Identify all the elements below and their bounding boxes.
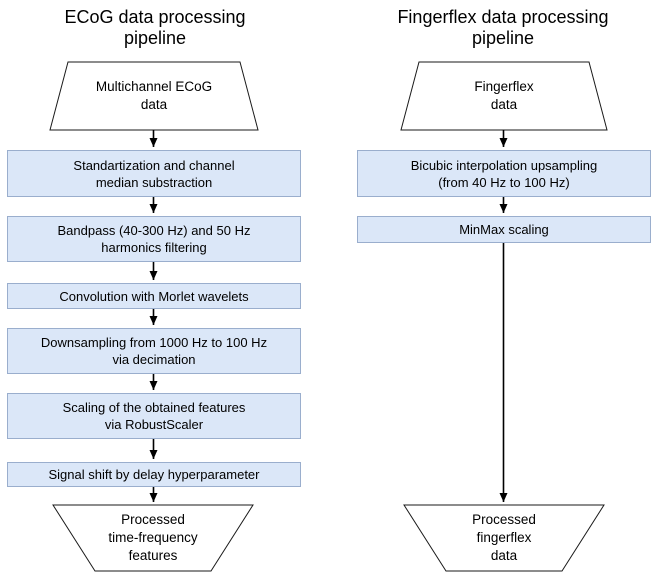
fingerflex-input-trapezoid: [400, 61, 608, 131]
ecog-step-downsampling: Downsampling from 1000 Hz to 100 Hz via …: [7, 328, 301, 374]
fingerflex-pipeline-title: Fingerflex data processing pipeline: [397, 7, 609, 48]
ecog-output-trapezoid: [52, 504, 254, 572]
ecog-step-standartization: Standartization and channel median subst…: [7, 150, 301, 197]
ecog-pipeline-title: ECoG data processing pipeline: [64, 7, 246, 48]
ecog-input-label: Multichannel ECoG data: [95, 79, 213, 112]
ecog-input-trapezoid: [49, 61, 259, 131]
ecog-output-label: Processed time-frequency features: [108, 512, 198, 563]
fingerflex-step-minmax: MinMax scaling: [357, 216, 651, 243]
fingerflex-output-label: Processed fingerflex data: [472, 512, 536, 563]
fingerflex-output-trapezoid: [403, 504, 605, 572]
ecog-step-scaling: Scaling of the obtained features via Rob…: [7, 393, 301, 439]
ecog-step-bandpass: Bandpass (40-300 Hz) and 50 Hz harmonics…: [7, 216, 301, 262]
fingerflex-input-label: Fingerflex data: [474, 79, 534, 112]
fingerflex-step-bicubic: Bicubic interpolation upsampling (from 4…: [357, 150, 651, 197]
ecog-step-convolution: Convolution with Morlet wavelets: [7, 283, 301, 309]
ecog-step-signal-shift: Signal shift by delay hyperparameter: [7, 462, 301, 487]
